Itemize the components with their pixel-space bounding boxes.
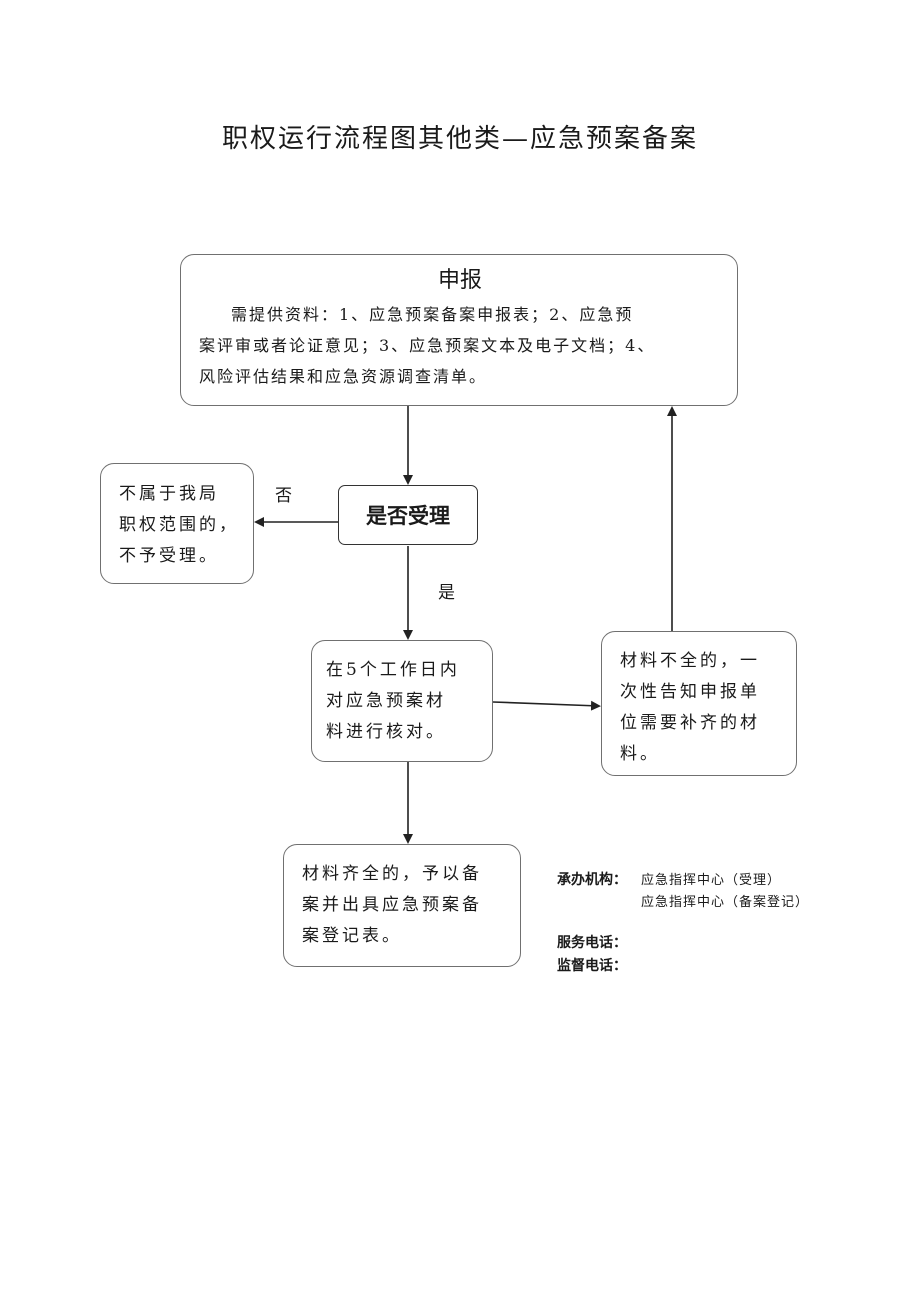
complete-line: 案并出具应急预案备 bbox=[302, 895, 482, 915]
check-box: 在5个工作日内 对应急预案材 料进行核对。 bbox=[311, 640, 493, 762]
agency-line: 应急指挥中心（备案登记） bbox=[641, 895, 810, 910]
service-phone-label: 服务电话： bbox=[557, 935, 627, 951]
check-line: 对应急预案材 bbox=[326, 691, 446, 711]
reject-line: 不予受理。 bbox=[119, 546, 219, 566]
accept-decision-box: 是否受理 bbox=[338, 485, 478, 545]
check-line: 在5个工作日内 bbox=[326, 660, 460, 680]
yes-label: 是 bbox=[438, 583, 455, 603]
complete-line: 材料齐全的，予以备 bbox=[302, 864, 482, 884]
apply-line: 需提供资料：1、应急预案备案申报表；2、应急预 bbox=[231, 305, 634, 324]
apply-box: 申报 需提供资料：1、应急预案备案申报表；2、应急预 案评审或者论证意见；3、应… bbox=[180, 254, 738, 406]
incomplete-line: 次性告知申报单 bbox=[620, 682, 760, 702]
incomplete-box: 材料不全的，一 次性告知申报单 位需要补齐的材 料。 bbox=[601, 631, 797, 776]
page-title: 职权运行流程图其他类—应急预案备案 bbox=[221, 124, 698, 154]
complete-line: 案登记表。 bbox=[302, 926, 402, 946]
supervision-phone-label: 监督电话： bbox=[557, 958, 627, 974]
incomplete-line: 位需要补齐的材 bbox=[620, 713, 760, 733]
incomplete-line: 料。 bbox=[620, 744, 660, 764]
check-line: 料进行核对。 bbox=[326, 722, 446, 742]
apply-line: 风险评估结果和应急资源调查清单。 bbox=[199, 367, 488, 386]
apply-text: 需提供资料：1、应急预案备案申报表；2、应急预 案评审或者论证意见；3、应急预案… bbox=[199, 299, 721, 392]
apply-heading: 申报 bbox=[437, 268, 482, 293]
agency-label: 承办机构： bbox=[557, 872, 627, 888]
incomplete-line: 材料不全的，一 bbox=[620, 651, 760, 671]
reject-line: 职权范围的， bbox=[119, 515, 239, 535]
arrow-check-to-incomplete bbox=[492, 700, 601, 711]
agency-line: 应急指挥中心（受理） bbox=[641, 873, 782, 888]
complete-box: 材料齐全的，予以备 案并出具应急预案备 案登记表。 bbox=[283, 844, 521, 967]
reject-line: 不属于我局 bbox=[119, 484, 219, 504]
no-label: 否 bbox=[275, 486, 292, 506]
reject-box: 不属于我局 职权范围的， 不予受理。 bbox=[100, 463, 254, 584]
apply-line: 案评审或者论证意见；3、应急预案文本及电子文档；4、 bbox=[199, 336, 656, 355]
